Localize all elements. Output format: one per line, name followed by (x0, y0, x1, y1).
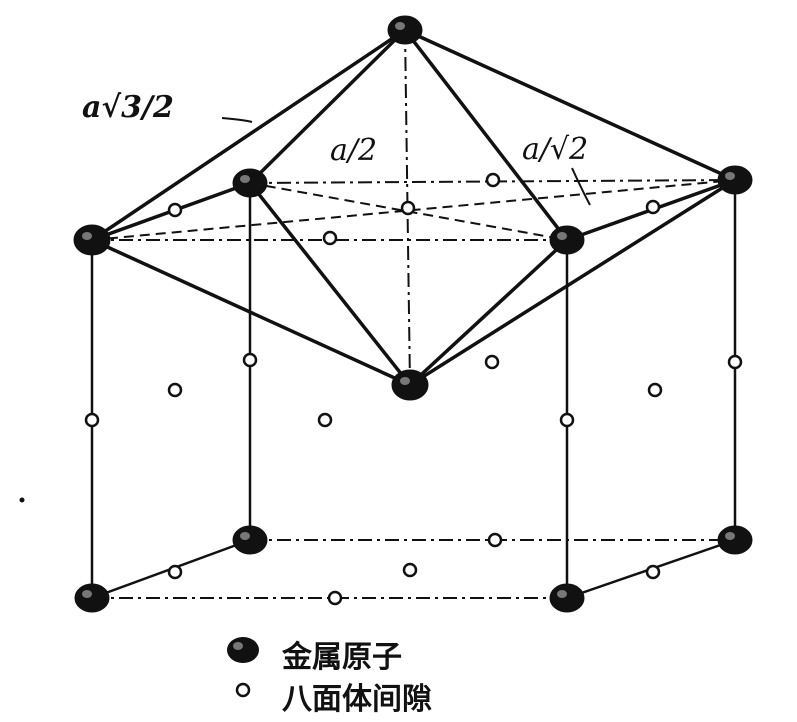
legend-interstice-label: 八面体间隙 (282, 682, 432, 717)
label-diagonal: a/√2 (522, 132, 589, 167)
legend-metal-atom-label: 金属原子 (282, 640, 402, 675)
label-leaders (221, 117, 591, 206)
interstice (167, 202, 183, 218)
interstice (559, 412, 575, 428)
label-slant-distance: a√3/2 (82, 90, 174, 125)
oct-edge-bottom-right (409, 178, 736, 387)
interstice (402, 562, 418, 578)
metal-atoms (73, 15, 753, 613)
octahedral-interstices (84, 172, 743, 606)
metal-atom (391, 369, 429, 401)
interstice (167, 382, 183, 398)
metal-atom (549, 225, 585, 255)
oct-edge-top-right (404, 28, 736, 182)
metal-atom (549, 583, 585, 613)
leader-slant (221, 117, 253, 123)
interstice (484, 354, 500, 370)
metal-atom (717, 525, 753, 555)
interstice (400, 200, 416, 216)
interstice (487, 532, 503, 548)
hidden-edges (92, 29, 736, 599)
metal-atom (74, 583, 110, 613)
interstice (645, 564, 661, 580)
metal-atom (717, 165, 753, 195)
leader-diagonal (571, 167, 591, 206)
oct-edge-top-back (248, 28, 407, 185)
oct-edge-bottom-front (408, 238, 569, 387)
interstice (317, 412, 333, 428)
oct-edge-top-left (91, 28, 406, 242)
label-height: a/2 (330, 133, 378, 168)
interstice (322, 230, 338, 246)
interstice (84, 412, 100, 428)
oct-edge-top-front (403, 28, 569, 242)
oct-edge-bottom-left (91, 238, 411, 387)
metal-atom (232, 525, 268, 555)
vertical-axis (404, 29, 411, 386)
interstice (485, 172, 501, 188)
metal-atom-highlights (82, 22, 735, 598)
legend-metal-atom-symbol (227, 637, 259, 663)
interstice (727, 354, 743, 370)
metal-atom (73, 224, 111, 256)
interstice (647, 382, 663, 398)
metal-atom (232, 168, 268, 198)
interstice (242, 352, 258, 368)
metal-atom (387, 15, 423, 45)
interstice (327, 590, 343, 606)
legend-interstice-symbol (235, 682, 251, 698)
stray-dot (19, 497, 25, 503)
interstice (645, 199, 661, 215)
interstice (167, 564, 183, 580)
oct-edge-bottom-back (248, 181, 412, 387)
